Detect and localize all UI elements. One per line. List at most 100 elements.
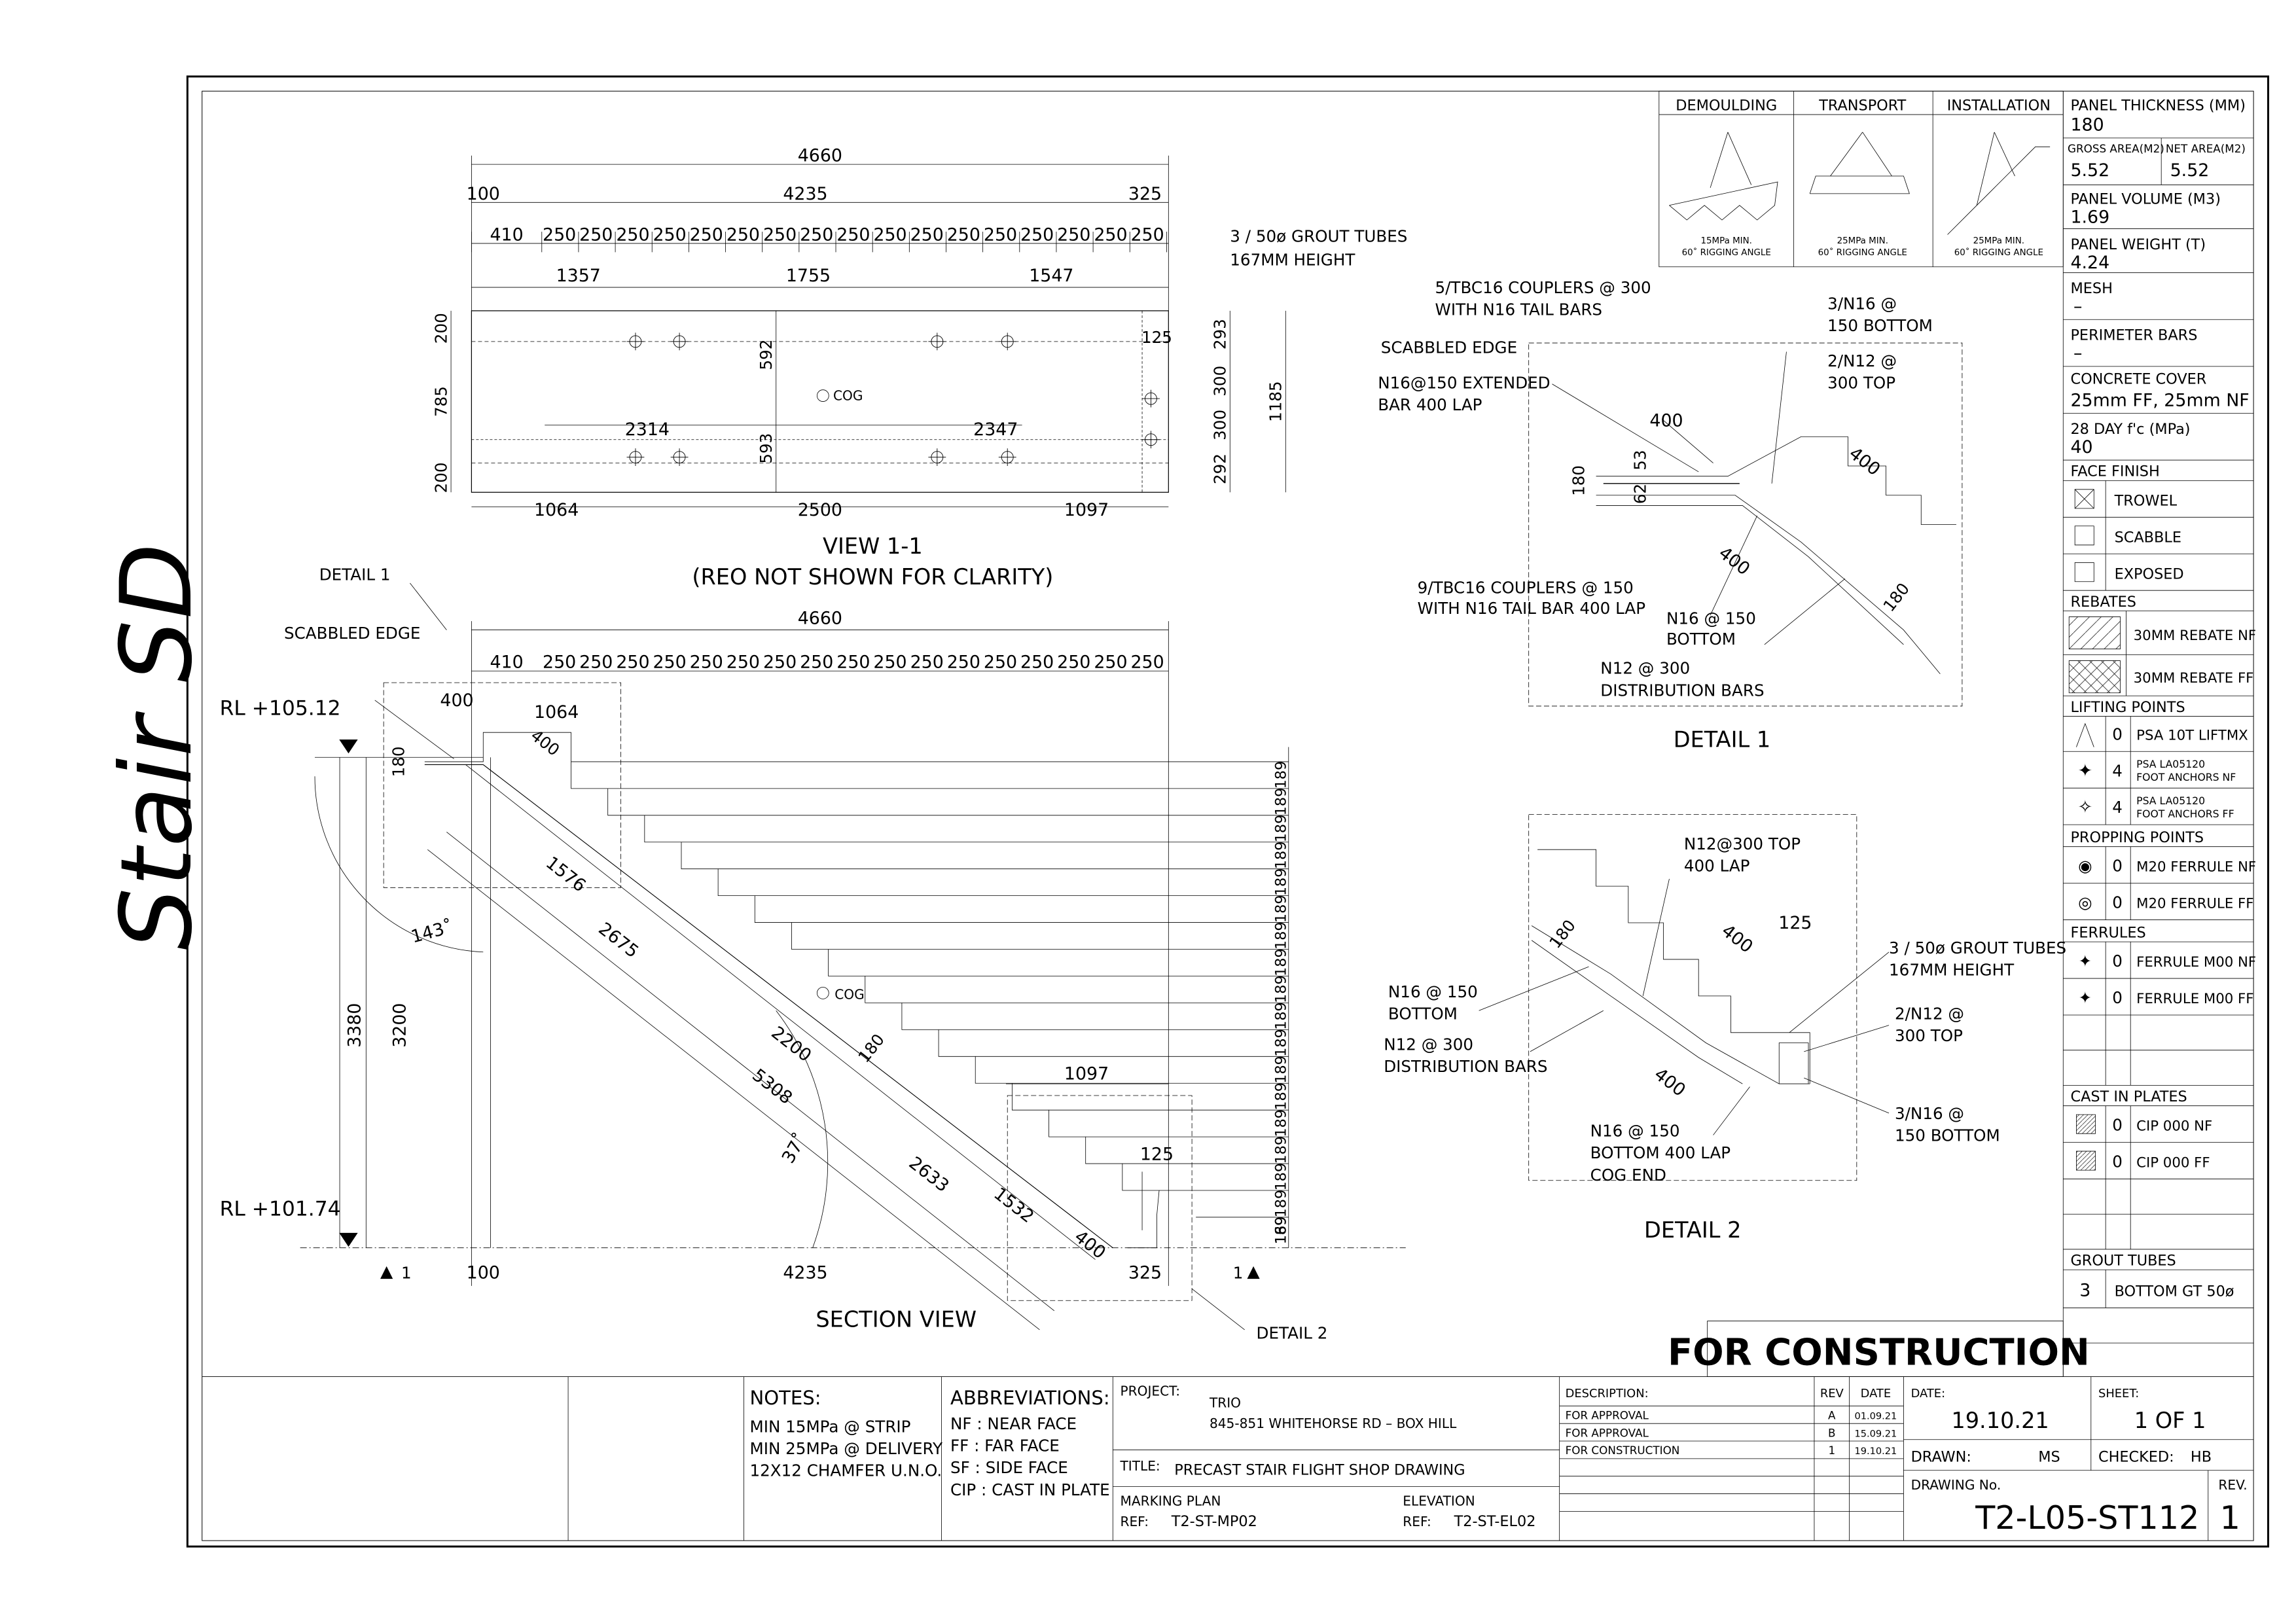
v11-dim-left-end: 100 [467,184,500,204]
pi-rebate-nf: 30MM REBATE NF [2134,628,2256,644]
tb-rev-2-desc: FOR CONSTRUCTION [1566,1444,1680,1457]
d1-note-2n12-2: 300 TOP [1827,373,1895,392]
cip-ff-hatch [2076,1151,2095,1170]
pi-fc-label: 28 DAY f'c (MPa) [2070,421,2190,438]
v11-dim-2314: 2314 [625,419,670,440]
sv-cog: COG [834,986,865,1002]
section-mark-left [381,1267,393,1279]
handling-transport-note-2: 60˚ RIGGING ANGLE [1818,247,1907,258]
d2-note-n12-dist-1: N12 @ 300 [1384,1035,1473,1054]
handling-installation-title: INSTALLATION [1947,97,2051,114]
v11-dim-left-1: 785 [431,386,450,417]
v11-dim-seg1: 1357 [556,266,601,286]
sv-dim-3200: 3200 [390,1003,410,1047]
pi-face-exposed: EXPOSED [2115,565,2184,582]
d1-dim-400c: 400 [1715,543,1753,579]
d2-note-n16-lap-3: COG END [1590,1166,1666,1185]
d1-dim-400b: 400 [1845,443,1884,480]
sv-dim-2675: 2675 [594,919,642,962]
pi-face-finish-label: FACE FINISH [2070,463,2159,480]
sv-dim-400b: 400 [528,726,564,760]
v11-step-dim: 250 [984,224,1017,245]
pi-prop-0-icon: ◉ [2078,857,2092,876]
tb-rev-2-date: 19.10.21 [1855,1446,1897,1457]
pi-lift-2-label2: FOOT ANCHORS FF [2136,808,2234,820]
sv-dim-2200: 2200 [767,1023,815,1066]
pi-volume: 1.69 [2070,207,2109,228]
v11-dim-right-1: 300 [1211,366,1230,397]
sv-rl-top: RL +105.12 [220,696,341,720]
sv-riser-dim: 189 [1272,1217,1289,1245]
d2-note-n16-2: BOTTOM [1388,1005,1458,1024]
sv-riser-dim: 189 [1272,975,1289,1003]
v11-step-dim: 250 [1130,224,1164,245]
handling-installation-note-1: 25MPa MIN. [1973,236,2024,246]
stair-soffit [425,764,1113,1247]
pi-net-label: NET AREA(M2) [2166,142,2246,155]
detail-2 [1479,814,1889,1180]
tb-abbr-label: ABBREVIATIONS: [950,1387,1110,1409]
sv-riser-dim: 189 [1272,921,1289,950]
pi-net: 5.52 [2170,160,2210,181]
tb-checked-label: CHECKED: [2098,1448,2174,1465]
d1-dim-180b: 180 [1879,579,1913,615]
v11-dim-2347: 2347 [973,419,1018,440]
tb-marking-ref: T2-ST-MP02 [1171,1513,1257,1530]
outer-border [187,77,2268,1546]
d2-note-2n12-1: 2/N12 @ [1895,1005,1964,1024]
handling-demoulding-title: DEMOULDING [1676,97,1777,114]
d2-note-grout-2: 167MM HEIGHT [1889,961,2015,980]
d2-note-n12-dist-2: DISTRIBUTION BARS [1384,1057,1547,1076]
tb-elevation-label: ELEVATION [1403,1493,1475,1508]
sv-scabbled-edge: SCABBLED EDGE [284,624,420,643]
pi-lift-2-qty: 4 [2112,798,2123,817]
detail-2-box [1007,1096,1192,1300]
pi-cip-0-label: CIP 000 NF [2136,1118,2212,1135]
sv-step-dim: 250 [1057,652,1090,673]
v11-step-dim: 250 [947,224,980,245]
sv-dim-first: 410 [490,652,523,673]
tb-rev-label: REV [1820,1387,1844,1400]
sv-dim-400c: 400 [1071,1226,1109,1263]
sv-riser-dim: 189 [1272,1082,1289,1111]
d1-note-n16-bot-1: N16 @ 150 [1666,609,1756,628]
d1-note-3n16-2: 150 BOTTOM [1827,316,1933,335]
checkbox-scabble [2075,526,2094,545]
tb-title-label: TITLE: [1119,1458,1160,1474]
d1-note-scabbled: SCABBLED EDGE [1381,338,1517,357]
tb-notes-label: NOTES: [749,1387,821,1409]
sv-dim-3380: 3380 [344,1003,365,1047]
v11-dim-bottom-0: 1064 [534,500,579,520]
tb-rev-box: 1 [2220,1499,2240,1537]
sv-step-dim: 250 [763,652,797,673]
tb-rev-0-desc: FOR APPROVAL [1566,1408,1649,1421]
pi-ferrule-1-label: FERRULE M00 FF [2136,991,2253,1007]
pi-lift-2-icon: ✧ [2078,797,2092,817]
sv-step-dim: 250 [836,652,870,673]
sv-dim-4235: 4235 [783,1263,827,1283]
pi-propping-label: PROPPING POINTS [2070,829,2204,846]
d1-note-couplers-300-2: WITH N16 TAIL BARS [1435,300,1603,319]
pi-lift-1-label: PSA LA05120 [2136,758,2205,770]
tb-rev-1-rev: B [1828,1426,1836,1439]
section-mark-right [1247,1267,1259,1279]
d1-note-n12-dist-1: N12 @ 300 [1600,659,1690,678]
pi-lift-1-qty: 4 [2112,761,2123,780]
v11-dim-left-2: 200 [431,462,450,493]
tb-date-col-label: DATE [1861,1387,1892,1400]
v11-anchors [627,332,1160,466]
d1-note-couplers-300-1: 5/TBC16 COUPLERS @ 300 [1435,278,1651,297]
v11-subtitle: (REO NOT SHOWN FOR CLARITY) [692,564,1053,590]
pi-ferrules-label: FERRULES [2070,924,2145,941]
handling-transport-title: TRANSPORT [1818,97,1906,114]
view-1-1 [451,156,1285,507]
tb-rev-2-rev: 1 [1828,1444,1835,1457]
sv-step-dim: 250 [800,652,833,673]
sv-step-dim: 250 [984,652,1017,673]
v11-step-dim: 250 [910,224,944,245]
pi-gross-label: GROSS AREA(M2) [2068,142,2164,155]
tb-rev-1-desc: FOR APPROVAL [1566,1426,1649,1439]
sv-detail-2-label: DETAIL 2 [1257,1323,1328,1342]
